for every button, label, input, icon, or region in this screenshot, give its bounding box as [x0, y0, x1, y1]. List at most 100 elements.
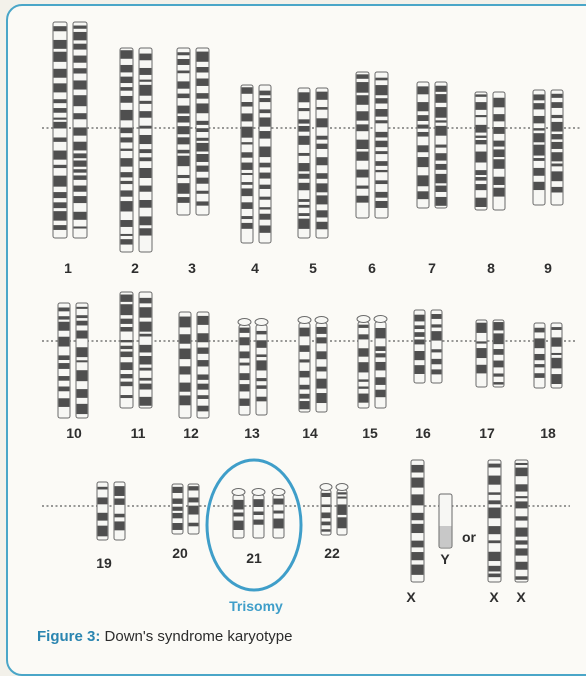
- band: [516, 468, 528, 477]
- band: [552, 115, 563, 118]
- band: [178, 116, 190, 122]
- band: [140, 228, 152, 235]
- band: [418, 191, 429, 199]
- band: [180, 349, 191, 360]
- band: [77, 321, 88, 326]
- band: [376, 346, 386, 351]
- band: [197, 103, 209, 113]
- chromosome-13-a: [238, 319, 251, 416]
- band: [54, 211, 67, 220]
- band: [54, 151, 67, 160]
- band: [359, 379, 369, 381]
- band: [54, 26, 67, 31]
- band: [197, 67, 209, 73]
- label-chromosome-22: 22: [324, 545, 340, 561]
- chromosome-9-b: [551, 90, 563, 205]
- chromatid-outline: [417, 82, 429, 208]
- band: [121, 327, 133, 331]
- label-or: or: [462, 529, 477, 545]
- chromosome-x-2: [488, 460, 501, 582]
- band: [489, 526, 501, 534]
- band: [494, 333, 504, 344]
- band: [489, 464, 501, 468]
- band: [77, 315, 88, 318]
- band: [476, 170, 487, 175]
- band: [74, 212, 87, 220]
- band: [322, 529, 331, 531]
- chromosome-6-a: [356, 72, 369, 218]
- band: [242, 182, 253, 185]
- band: [140, 168, 152, 178]
- band: [412, 541, 424, 548]
- chromosome-22-a: [320, 484, 332, 536]
- band: [516, 540, 528, 544]
- band: [376, 328, 386, 338]
- band: [477, 323, 487, 333]
- band: [178, 156, 190, 166]
- band: [140, 397, 152, 406]
- band: [54, 165, 67, 168]
- band: [299, 174, 310, 179]
- band: [121, 110, 133, 120]
- band: [516, 484, 528, 491]
- band: [436, 186, 447, 192]
- band: [140, 345, 152, 353]
- band: [300, 385, 310, 390]
- chromosome-11-b: [139, 292, 152, 408]
- band: [552, 94, 563, 98]
- band: [189, 497, 199, 502]
- band: [242, 87, 253, 94]
- band: [535, 354, 545, 360]
- band: [552, 337, 562, 346]
- band: [189, 486, 199, 490]
- band: [140, 378, 152, 381]
- band: [59, 337, 70, 347]
- band: [489, 540, 501, 543]
- band: [121, 172, 133, 177]
- band: [197, 191, 209, 194]
- chromosome-2-a: [120, 48, 133, 252]
- band: [140, 126, 152, 129]
- band: [54, 225, 67, 230]
- band: [140, 80, 152, 82]
- band: [300, 328, 310, 337]
- band: [489, 566, 501, 572]
- band: [234, 521, 244, 530]
- band: [140, 200, 152, 208]
- band: [516, 576, 528, 579]
- label-chromosome-16: 16: [415, 425, 431, 441]
- band: [198, 395, 209, 399]
- label-chromosome-x-1: X: [406, 589, 416, 605]
- band: [140, 135, 152, 144]
- band: [115, 521, 125, 530]
- band: [317, 367, 327, 372]
- band: [121, 220, 133, 227]
- band: [476, 152, 487, 163]
- band: [260, 214, 271, 220]
- band: [516, 562, 528, 570]
- band: [140, 216, 152, 225]
- band: [121, 137, 133, 142]
- label-chromosome-15: 15: [362, 425, 378, 441]
- band: [197, 166, 209, 172]
- band: [240, 363, 250, 366]
- band: [54, 122, 67, 129]
- band: [121, 304, 133, 315]
- band: [432, 314, 442, 319]
- band: [516, 463, 528, 465]
- band: [242, 113, 253, 121]
- band: [59, 398, 70, 407]
- band: [317, 222, 328, 230]
- band: [412, 465, 424, 473]
- band: [242, 152, 253, 157]
- chromosome-1-b: [73, 22, 87, 238]
- chromosome-16-b: [431, 310, 442, 383]
- band: [121, 295, 133, 302]
- band: [59, 376, 70, 381]
- band: [257, 360, 267, 370]
- band: [534, 94, 545, 100]
- band: [357, 152, 369, 161]
- band: [494, 382, 504, 384]
- band: [436, 86, 447, 92]
- band: [322, 505, 331, 508]
